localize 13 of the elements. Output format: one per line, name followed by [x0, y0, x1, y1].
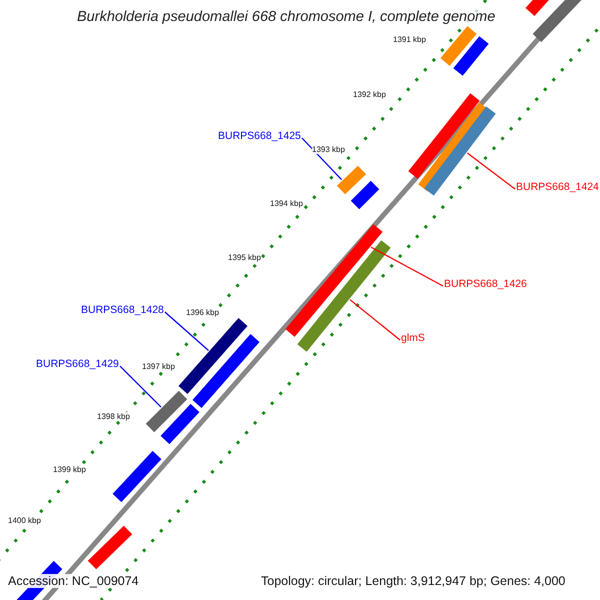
tick-label: 1396 kbp: [186, 308, 219, 318]
tick-label: 1398 kbp: [97, 412, 130, 422]
tick-label: 1394 kbp: [270, 199, 303, 208]
tick-label: 1393 kbp: [312, 145, 345, 154]
diagram-title: Burkholderia pseudomallei 668 chromosome I, complete genome: [77, 9, 496, 26]
tick-label: 1399 kbp: [53, 465, 86, 474]
tick-label: 1400 kbp: [8, 516, 41, 526]
tick-label: 1397 kbp: [142, 362, 175, 372]
tick-label: 1395 kbp: [228, 253, 261, 262]
accession-text: Accession: NC_009074: [8, 574, 139, 588]
tick-label: 1391 kbp: [393, 35, 426, 44]
tick-label: 1392 kbp: [353, 90, 386, 100]
genome-info-text: Topology: circular; Length: 3,912,947 bp; Genes: 4,000: [261, 574, 566, 588]
